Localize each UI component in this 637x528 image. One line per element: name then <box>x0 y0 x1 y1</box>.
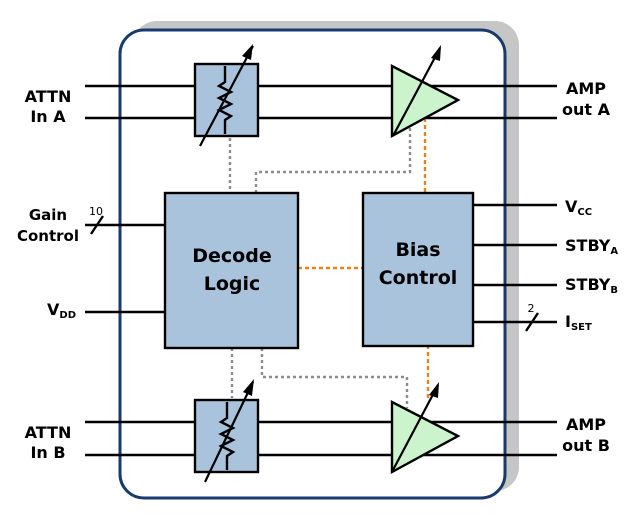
amp-out-a-label-1: AMP <box>566 79 606 98</box>
amp-out-a-label-2: out A <box>562 100 611 119</box>
arrow-head-icon <box>431 45 441 61</box>
stby-b-label: STBYB <box>565 275 618 296</box>
gain-control-label-1: Gain <box>29 206 67 224</box>
bottom-channel-wires <box>85 420 557 457</box>
amplifier-b <box>390 382 461 475</box>
iset-sub: SET <box>571 322 592 333</box>
decode-logic-label-1: Decode <box>192 245 271 267</box>
top-channel-wires <box>85 84 557 120</box>
arrow-head-icon <box>429 382 439 398</box>
iset-bus-width: 2 <box>528 302 535 315</box>
bias-control-block <box>361 191 475 348</box>
bias-control-label-1: Bias <box>395 239 440 261</box>
attn-a-label-2: In A <box>30 107 66 126</box>
stby-a-label: STBYA <box>565 236 618 257</box>
attenuator-a <box>193 44 260 147</box>
attn-b-label-1: ATTN <box>25 423 72 442</box>
attenuator-b <box>193 379 260 483</box>
amp-out-b-label-1: AMP <box>566 415 606 434</box>
chip-frame <box>118 28 507 500</box>
stby-b-main: STBY <box>565 275 611 294</box>
control-signal-lines <box>228 124 412 408</box>
attn-a-label-1: ATTN <box>25 87 72 106</box>
iset-label: ISET <box>565 312 592 333</box>
amplifier-a <box>390 45 461 139</box>
iset-main: I <box>565 312 571 331</box>
bias-signal-lines <box>298 118 430 398</box>
vcc-sub: CC <box>577 207 592 218</box>
gain-control-label-2: Control <box>17 227 79 245</box>
stby-b-sub: B <box>610 285 618 296</box>
side-wires <box>85 203 557 324</box>
vcc-label: VCC <box>565 197 592 218</box>
stby-a-sub: A <box>610 246 618 257</box>
bus-slashes <box>90 215 539 332</box>
decode-logic-block <box>163 191 300 350</box>
stby-a-main: STBY <box>565 236 611 255</box>
vdd-main: V <box>47 300 60 319</box>
vdd-label: VDD <box>47 300 76 321</box>
arrow-head-icon <box>243 379 254 396</box>
decode-logic-label-2: Logic <box>204 273 261 295</box>
vcc-main: V <box>565 197 578 216</box>
attn-b-label-2: In B <box>30 443 65 462</box>
arrow-head-icon <box>242 44 253 60</box>
bias-control-label-2: Control <box>379 267 458 289</box>
gain-bus-width: 10 <box>89 205 103 218</box>
vdd-sub: DD <box>59 310 76 321</box>
amp-out-b-label-2: out B <box>562 436 610 455</box>
